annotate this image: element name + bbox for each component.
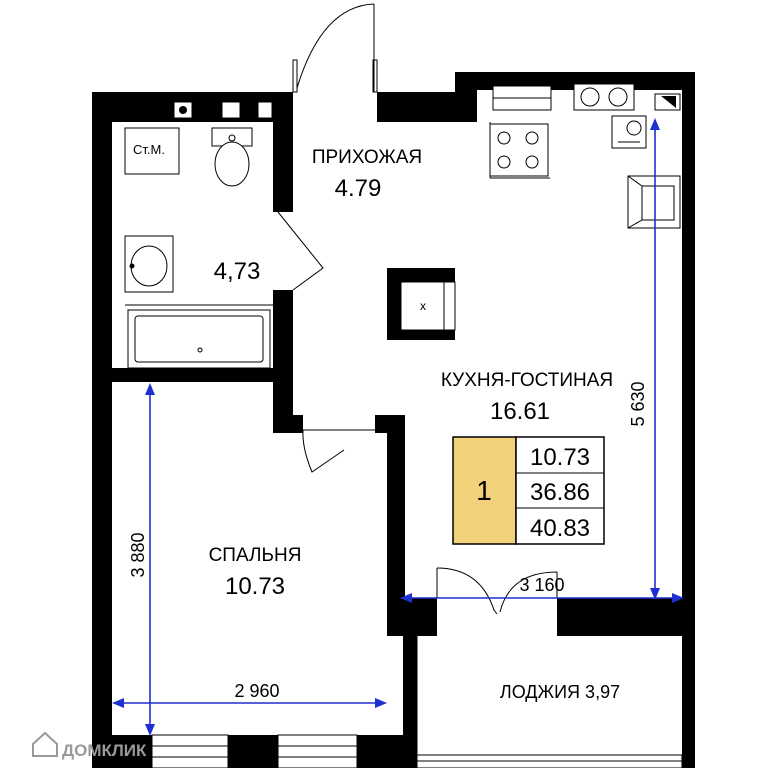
- bathroom-fixtures: Ст.М.: [124, 127, 273, 369]
- total-with-loggia-value: 40.83: [530, 515, 590, 542]
- rooms-count: 1: [476, 475, 492, 506]
- windows: [151, 85, 683, 768]
- bathroom-area: 4,73: [214, 258, 261, 285]
- loggia-label: ЛОДЖИЯ 3,97: [500, 682, 620, 702]
- watermark-text: ДОМКЛИК: [62, 741, 147, 760]
- cooktop-icon: [573, 83, 635, 111]
- kitchen-living-name: КУХНЯ-ГОСТИНАЯ: [441, 370, 613, 391]
- vent-mark: x: [420, 299, 426, 313]
- kitchen-fixtures: [489, 83, 681, 229]
- area-summary: 1 10.73 36.86 40.83: [452, 436, 605, 545]
- fridge-icon: [627, 175, 681, 229]
- walls: [92, 72, 695, 768]
- living-area-value: 10.73: [530, 444, 590, 471]
- bedroom-area: 10.73: [225, 573, 285, 600]
- kitchen-living-area: 16.61: [490, 398, 550, 425]
- washer: [124, 127, 180, 175]
- hallway-area: 4.79: [335, 175, 382, 202]
- doors: [277, 3, 558, 615]
- wall-details: [173, 93, 681, 119]
- kitchen-width-label: 3 160: [519, 575, 564, 595]
- dimension-lines: [112, 118, 684, 736]
- bedroom-height-label: 3 880: [128, 532, 148, 577]
- bathtub-icon: [127, 309, 271, 369]
- hallway-name: ПРИХОЖАЯ: [312, 147, 422, 168]
- washer-label: Ст.М.: [133, 142, 165, 157]
- sink-icon: [124, 235, 174, 293]
- kitchen-height-label: 5 630: [628, 381, 648, 426]
- total-area-value: 36.86: [530, 479, 590, 506]
- kitchen-sink-icon: [611, 115, 647, 149]
- rooms-count-badge: [452, 436, 517, 545]
- bedroom-width-label: 2 960: [234, 681, 279, 701]
- bedroom-name: СПАЛЬНЯ: [209, 545, 302, 566]
- vent-shaft: x: [400, 281, 456, 331]
- toilet-icon: [211, 127, 253, 187]
- domclick-logo-icon: [32, 731, 58, 757]
- stove-icon: [489, 123, 549, 177]
- watermark: ДОМКЛИК: [32, 731, 147, 760]
